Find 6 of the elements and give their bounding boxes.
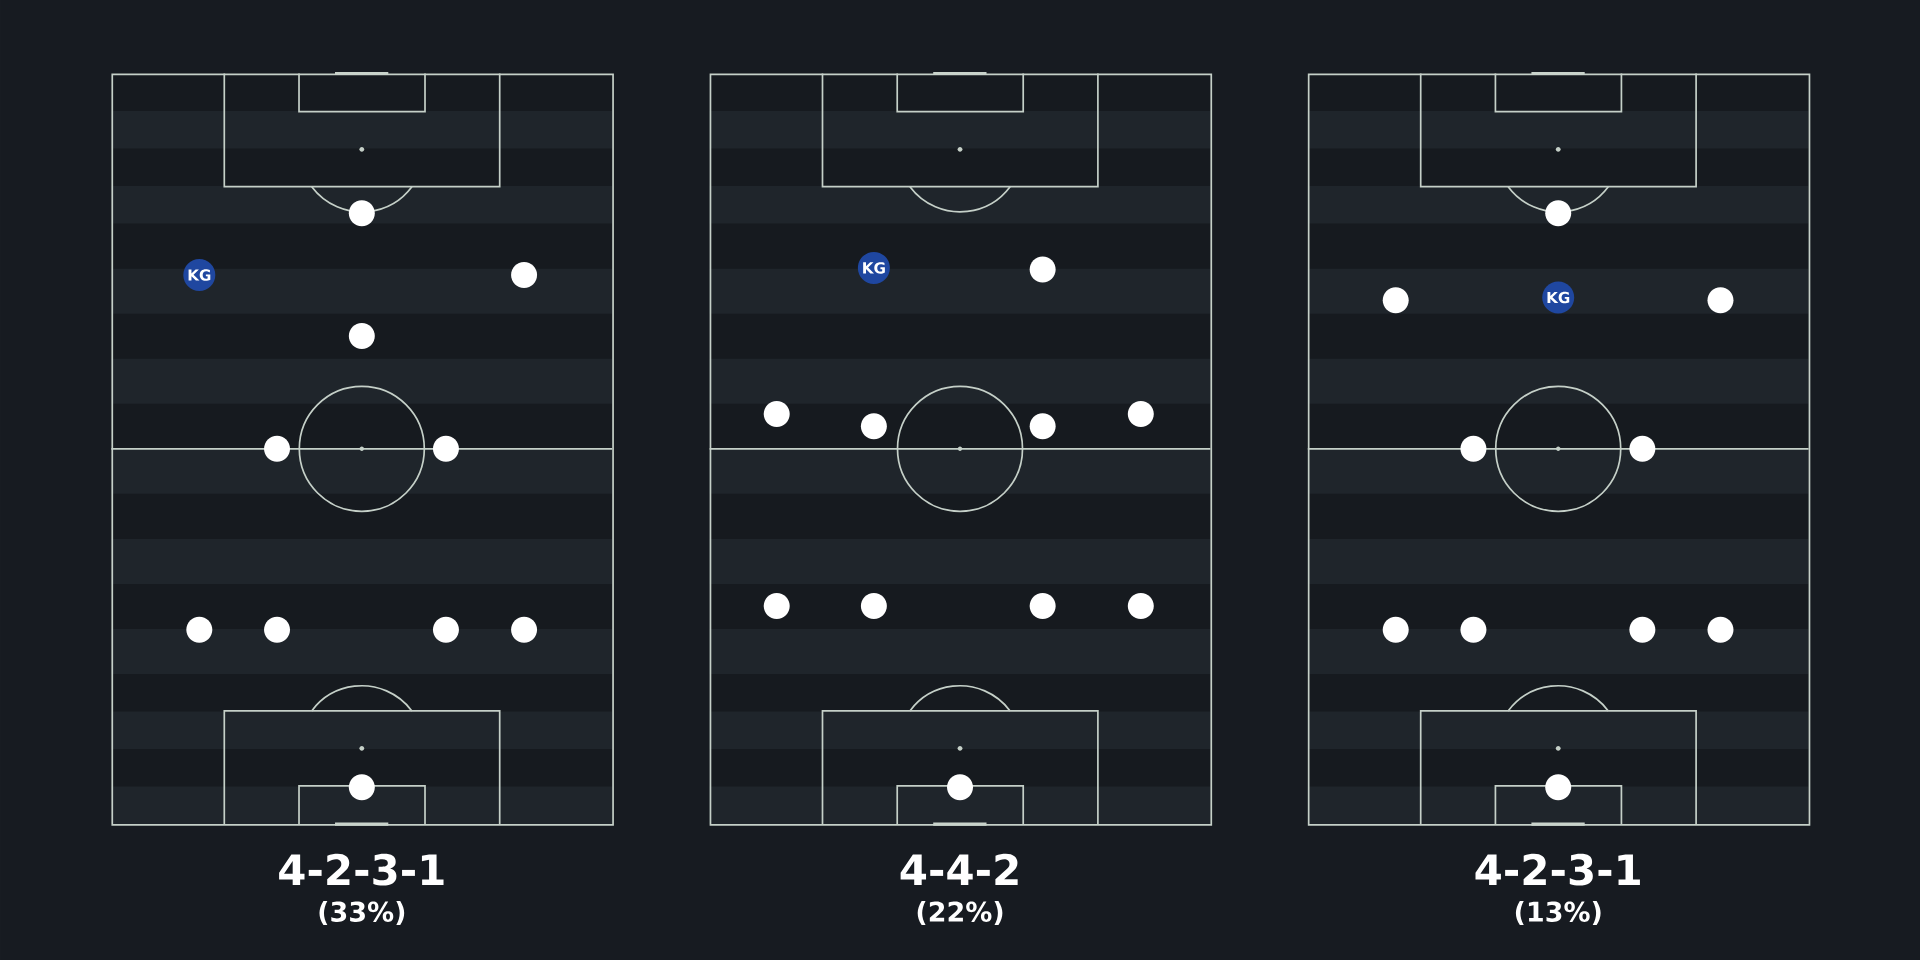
percentage-label: (33%) <box>319 901 405 926</box>
percentage-label: (13%) <box>1515 901 1601 926</box>
percentage-label: (22%) <box>917 901 1003 926</box>
formation-label: 4-2-3-1 <box>279 853 444 886</box>
formation-label: 4-2-3-1 <box>1475 853 1640 886</box>
formation-label: 4-4-2 <box>900 853 1018 885</box>
